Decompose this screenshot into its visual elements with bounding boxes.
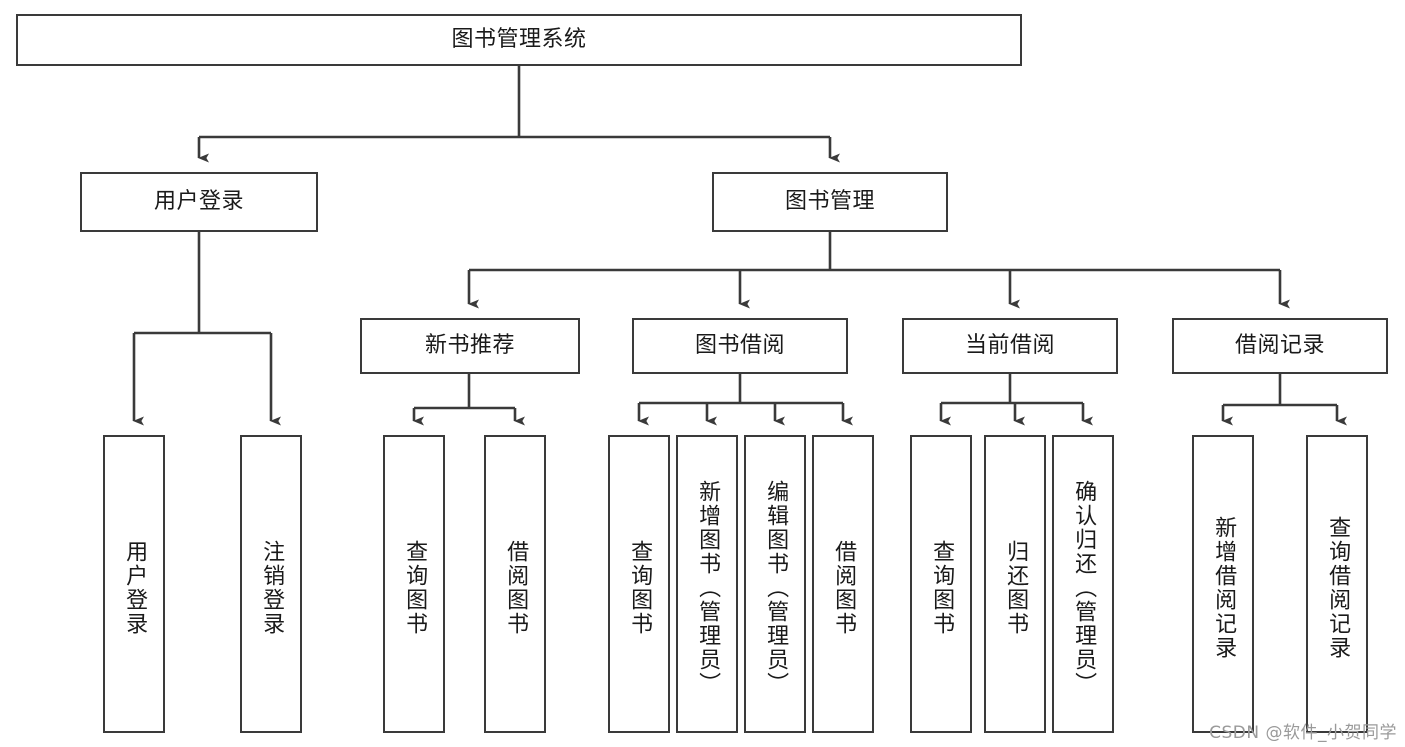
node-leaf-query-book-2-label: 查询图书 <box>627 540 653 636</box>
node-borrow-record[interactable]: 借阅记录 <box>1172 318 1388 374</box>
node-current-borrow[interactable]: 当前借阅 <box>902 318 1118 374</box>
node-leaf-edit-book[interactable]: 编辑图书（管理员） <box>744 435 806 733</box>
node-leaf-query-book-1[interactable]: 查询图书 <box>383 435 445 733</box>
node-leaf-return-book[interactable]: 归还图书 <box>984 435 1046 733</box>
node-leaf-query-record-label: 查询借阅记录 <box>1325 516 1351 660</box>
node-leaf-return-book-label: 归还图书 <box>1003 540 1029 636</box>
edge-new-book-recommend-to-leaves <box>412 374 525 426</box>
node-user-login-label: 用户登录 <box>153 189 244 215</box>
watermark-text: CSDN @软件_小贺同学 <box>1209 723 1397 743</box>
node-leaf-borrow-book-1[interactable]: 借阅图书 <box>484 435 546 733</box>
node-borrow-record-label: 借阅记录 <box>1234 333 1325 359</box>
node-leaf-query-book-3[interactable]: 查询图书 <box>910 435 972 733</box>
node-book-manage[interactable]: 图书管理 <box>712 172 948 232</box>
node-leaf-query-book-2[interactable]: 查询图书 <box>608 435 670 733</box>
node-leaf-logout[interactable]: 注销登录 <box>240 435 302 733</box>
node-leaf-borrow-book-1-label: 借阅图书 <box>503 540 529 636</box>
node-leaf-logout-label: 注销登录 <box>259 540 285 636</box>
edge-borrow-record-to-leaves <box>1221 374 1347 426</box>
node-leaf-borrow-book-2[interactable]: 借阅图书 <box>812 435 874 733</box>
edge-book-manage-to-level3 <box>467 232 1290 309</box>
node-leaf-confirm-return-label: 确认归还（管理员） <box>1071 480 1097 696</box>
node-leaf-borrow-book-2-label: 借阅图书 <box>831 540 857 636</box>
node-leaf-add-book-label: 新增图书（管理员） <box>695 480 721 696</box>
edge-book-borrow-to-leaves <box>637 374 853 426</box>
node-current-borrow-label: 当前借阅 <box>964 333 1055 359</box>
node-leaf-query-book-3-label: 查询图书 <box>929 540 955 636</box>
node-leaf-edit-book-label: 编辑图书（管理员） <box>763 480 789 696</box>
node-leaf-add-record[interactable]: 新增借阅记录 <box>1192 435 1254 733</box>
node-book-manage-label: 图书管理 <box>784 189 875 215</box>
node-book-borrow[interactable]: 图书借阅 <box>632 318 848 374</box>
edge-root-to-level2 <box>197 66 840 163</box>
node-leaf-query-book-1-label: 查询图书 <box>402 540 428 636</box>
node-leaf-query-record[interactable]: 查询借阅记录 <box>1306 435 1368 733</box>
edge-current-borrow-to-leaves <box>939 374 1093 426</box>
node-leaf-user-login-label: 用户登录 <box>122 540 148 636</box>
node-book-borrow-label: 图书借阅 <box>694 333 785 359</box>
node-leaf-user-login[interactable]: 用户登录 <box>103 435 165 733</box>
node-root[interactable]: 图书管理系统 <box>16 14 1022 66</box>
node-new-book-recommend-label: 新书推荐 <box>424 333 515 359</box>
node-user-login[interactable]: 用户登录 <box>80 172 318 232</box>
edge-user-login-to-leaves <box>132 232 281 426</box>
node-root-label: 图书管理系统 <box>451 27 587 53</box>
node-new-book-recommend[interactable]: 新书推荐 <box>360 318 580 374</box>
node-leaf-add-book[interactable]: 新增图书（管理员） <box>676 435 738 733</box>
node-leaf-confirm-return[interactable]: 确认归还（管理员） <box>1052 435 1114 733</box>
node-leaf-add-record-label: 新增借阅记录 <box>1211 516 1237 660</box>
